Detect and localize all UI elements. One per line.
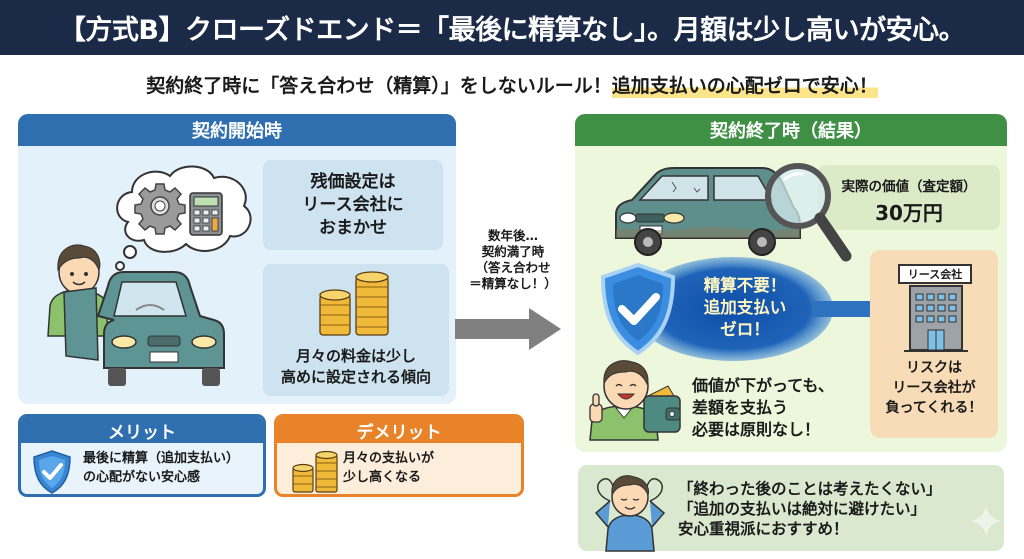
actual-value-amount: 30万円 xyxy=(875,201,943,225)
building-icon xyxy=(904,285,968,352)
merit-heading: メリット xyxy=(21,417,263,443)
zero-line-1: 精算不要！ xyxy=(703,276,787,295)
coin-stack-icon xyxy=(292,450,338,493)
car-icon xyxy=(63,271,225,386)
residual-line-3: おまかせ xyxy=(319,217,387,238)
transition-line-4: ＝精算なし！） xyxy=(469,276,557,291)
lease-company-sign: リース会社 xyxy=(898,264,972,284)
recommendation-box: 「終わった後のことは考えたくない」 「追加の支払いは絶対に避けたい」 安心重視派… xyxy=(578,465,1004,552)
subtitle-main: 契約終了時に「答え合わせ（精算）」をしないルール！ xyxy=(146,74,612,97)
merit-line-2: の心配がない安心感 xyxy=(83,470,201,485)
arrow-right-icon xyxy=(455,308,561,350)
zero-line-2: 追加支払い xyxy=(703,298,787,317)
reco-line-3: 安心重視派におすすめ！ xyxy=(678,520,849,538)
actual-value-box: 実際の価値（査定額） 30万円 xyxy=(818,165,1000,230)
transition-line-2: 契約満了時 xyxy=(481,244,545,259)
thumbs-up-person-icon xyxy=(589,360,659,441)
no-difference-payment-message: 価値が下がっても、 差額を支払う 必要は原則なし！ xyxy=(692,375,834,441)
subtitle-highlight: 追加支払いの心配ゼロで安心！ xyxy=(611,70,878,98)
zero-payment-message: 精算不要！ 追加支払い ゼロ！ xyxy=(690,275,800,341)
residual-line-1: 残価設定は xyxy=(310,171,396,192)
magnifier-icon xyxy=(765,163,852,262)
demerit-body: 月々の支払いが 少し高くなる xyxy=(343,449,434,487)
happy-line-3: 必要は原則なし！ xyxy=(692,420,821,439)
wallet-icon xyxy=(643,385,681,433)
lease-company-box: リース会社 リスクは リース会社が 負ってくれる！ xyxy=(870,250,998,438)
merit-line-1: 最後に精算（追加支払い） xyxy=(83,451,240,466)
recommendation-text: 「終わった後のことは考えたくない」 「追加の支払いは絶対に避けたい」 安心重視派… xyxy=(678,479,942,539)
monthly-line-2: 高めに設定される傾向 xyxy=(280,368,431,386)
used-car-icon xyxy=(615,167,801,256)
coin-stack-icon xyxy=(319,271,389,336)
shield-check-icon xyxy=(600,262,676,356)
relaxed-person-icon xyxy=(594,475,666,552)
page-title: 【方式B】クローズドエンド＝「最後に精算なし」。月額は少し高いが安心。 xyxy=(0,0,1024,55)
monthly-line-1: 月々の料金は少し xyxy=(295,347,416,365)
actual-value-label: 実際の価値（査定額） xyxy=(841,179,977,195)
gear-icon xyxy=(134,183,186,235)
zero-line-3: ゼロ！ xyxy=(720,320,770,339)
reco-line-1: 「終わった後のことは考えたくない」 xyxy=(678,480,942,498)
shield-check-icon xyxy=(33,450,71,494)
reco-line-2: 「追加の支払いは絶対に避けたい」 xyxy=(678,500,927,518)
demerit-heading: デメリット xyxy=(277,417,521,443)
transition-line-1: 数年後… xyxy=(487,228,538,243)
transition-text: 数年後… 契約満了時 （答え合わせ ＝精算なし！） xyxy=(452,228,574,292)
contract-start-heading: 契約開始時 xyxy=(18,114,456,146)
contract-end-heading: 契約終了時（結果） xyxy=(575,114,1007,146)
merit-body: 最後に精算（追加支払い） の心配がない安心感 xyxy=(83,449,239,487)
happy-line-1: 価値が下がっても、 xyxy=(692,376,834,395)
calculator-icon xyxy=(189,192,223,236)
sparkle-icon xyxy=(970,505,1002,537)
risk-message: リスクは リース会社が 負ってくれる！ xyxy=(870,358,998,418)
transition-line-3: （答え合わせ xyxy=(475,260,551,275)
risk-line-3: 負ってくれる！ xyxy=(885,400,983,416)
subtitle: 契約終了時に「答え合わせ（精算）」をしないルール！追加支払いの心配ゼロで安心！ xyxy=(0,64,1024,104)
risk-line-2: リース会社が xyxy=(892,380,976,396)
residual-line-2: リース会社に xyxy=(302,194,404,215)
demerit-line-1: 月々の支払いが xyxy=(343,451,435,466)
demerit-line-2: 少し高くなる xyxy=(343,470,422,485)
happy-line-2: 差額を支払う xyxy=(692,398,789,417)
risk-line-1: リスクは xyxy=(906,360,962,376)
residual-value-box: 残価設定は リース会社に おまかせ xyxy=(263,160,443,250)
